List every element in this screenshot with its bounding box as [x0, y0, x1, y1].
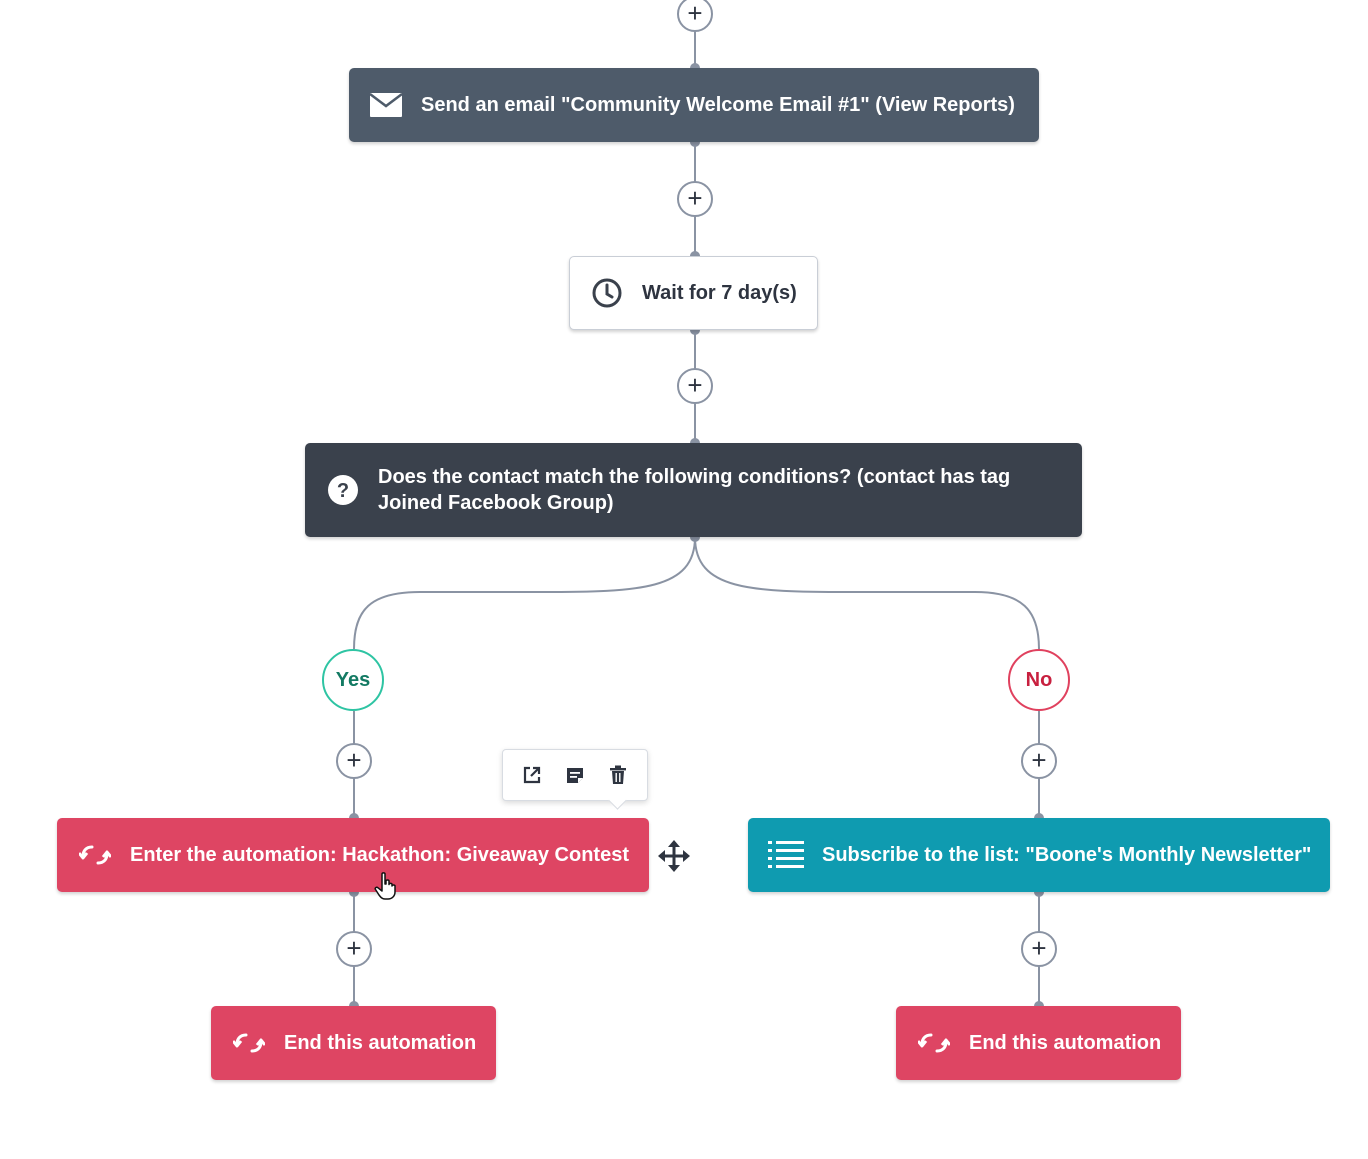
automation-sync-icon — [918, 1030, 950, 1056]
wait-step[interactable]: Wait for 7 day(s) — [569, 256, 818, 330]
add-step-button[interactable]: + — [1021, 931, 1057, 967]
add-step-button[interactable]: + — [677, 181, 713, 217]
enter-automation-step-label: Enter the automation: Hackathon: Giveawa… — [130, 843, 629, 866]
move-arrows-icon[interactable] — [658, 840, 690, 872]
branch-yes-marker: Yes — [322, 649, 384, 711]
connector-dot — [349, 887, 359, 897]
automation-sync-icon — [233, 1030, 265, 1056]
clock-icon — [590, 277, 624, 309]
end-automation-step-label: End this automation — [284, 1031, 477, 1054]
step-action-toolbar — [502, 749, 648, 801]
end-automation-step-no[interactable]: End this automation — [896, 1006, 1181, 1080]
end-automation-step-label: End this automation — [969, 1031, 1162, 1054]
connector-dot — [690, 325, 700, 335]
connector-dot — [1034, 887, 1044, 897]
wait-step-label: Wait for 7 day(s) — [642, 281, 797, 304]
end-automation-step-yes[interactable]: End this automation — [211, 1006, 496, 1080]
connector-dot — [690, 137, 700, 147]
add-step-button[interactable]: + — [1021, 743, 1057, 779]
hand-cursor-icon — [374, 872, 398, 900]
question-icon: ? — [327, 474, 359, 506]
add-step-button[interactable]: + — [677, 0, 713, 32]
condition-step[interactable]: ? Does the contact match the following c… — [305, 443, 1082, 537]
note-icon[interactable] — [560, 760, 590, 790]
trash-icon[interactable] — [603, 760, 633, 790]
subscribe-list-step[interactable]: Subscribe to the list: "Boone's Monthly … — [748, 818, 1330, 892]
add-step-button[interactable]: + — [677, 368, 713, 404]
add-step-button[interactable]: + — [336, 931, 372, 967]
enter-automation-step[interactable]: Enter the automation: Hackathon: Giveawa… — [57, 818, 649, 892]
subscribe-list-step-label: Subscribe to the list: "Boone's Monthly … — [822, 843, 1312, 866]
connector-dot — [690, 532, 700, 542]
list-icon — [768, 840, 804, 870]
branch-no-marker: No — [1008, 649, 1070, 711]
condition-step-label: Does the contact match the following con… — [378, 466, 1011, 514]
send-email-step[interactable]: Send an email "Community Welcome Email #… — [349, 68, 1039, 142]
open-external-icon[interactable] — [517, 760, 547, 790]
send-email-step-label: Send an email "Community Welcome Email #… — [421, 93, 1015, 116]
envelope-icon — [369, 92, 403, 118]
automation-sync-icon — [79, 842, 111, 868]
svg-text:?: ? — [337, 480, 349, 502]
add-step-button[interactable]: + — [336, 743, 372, 779]
